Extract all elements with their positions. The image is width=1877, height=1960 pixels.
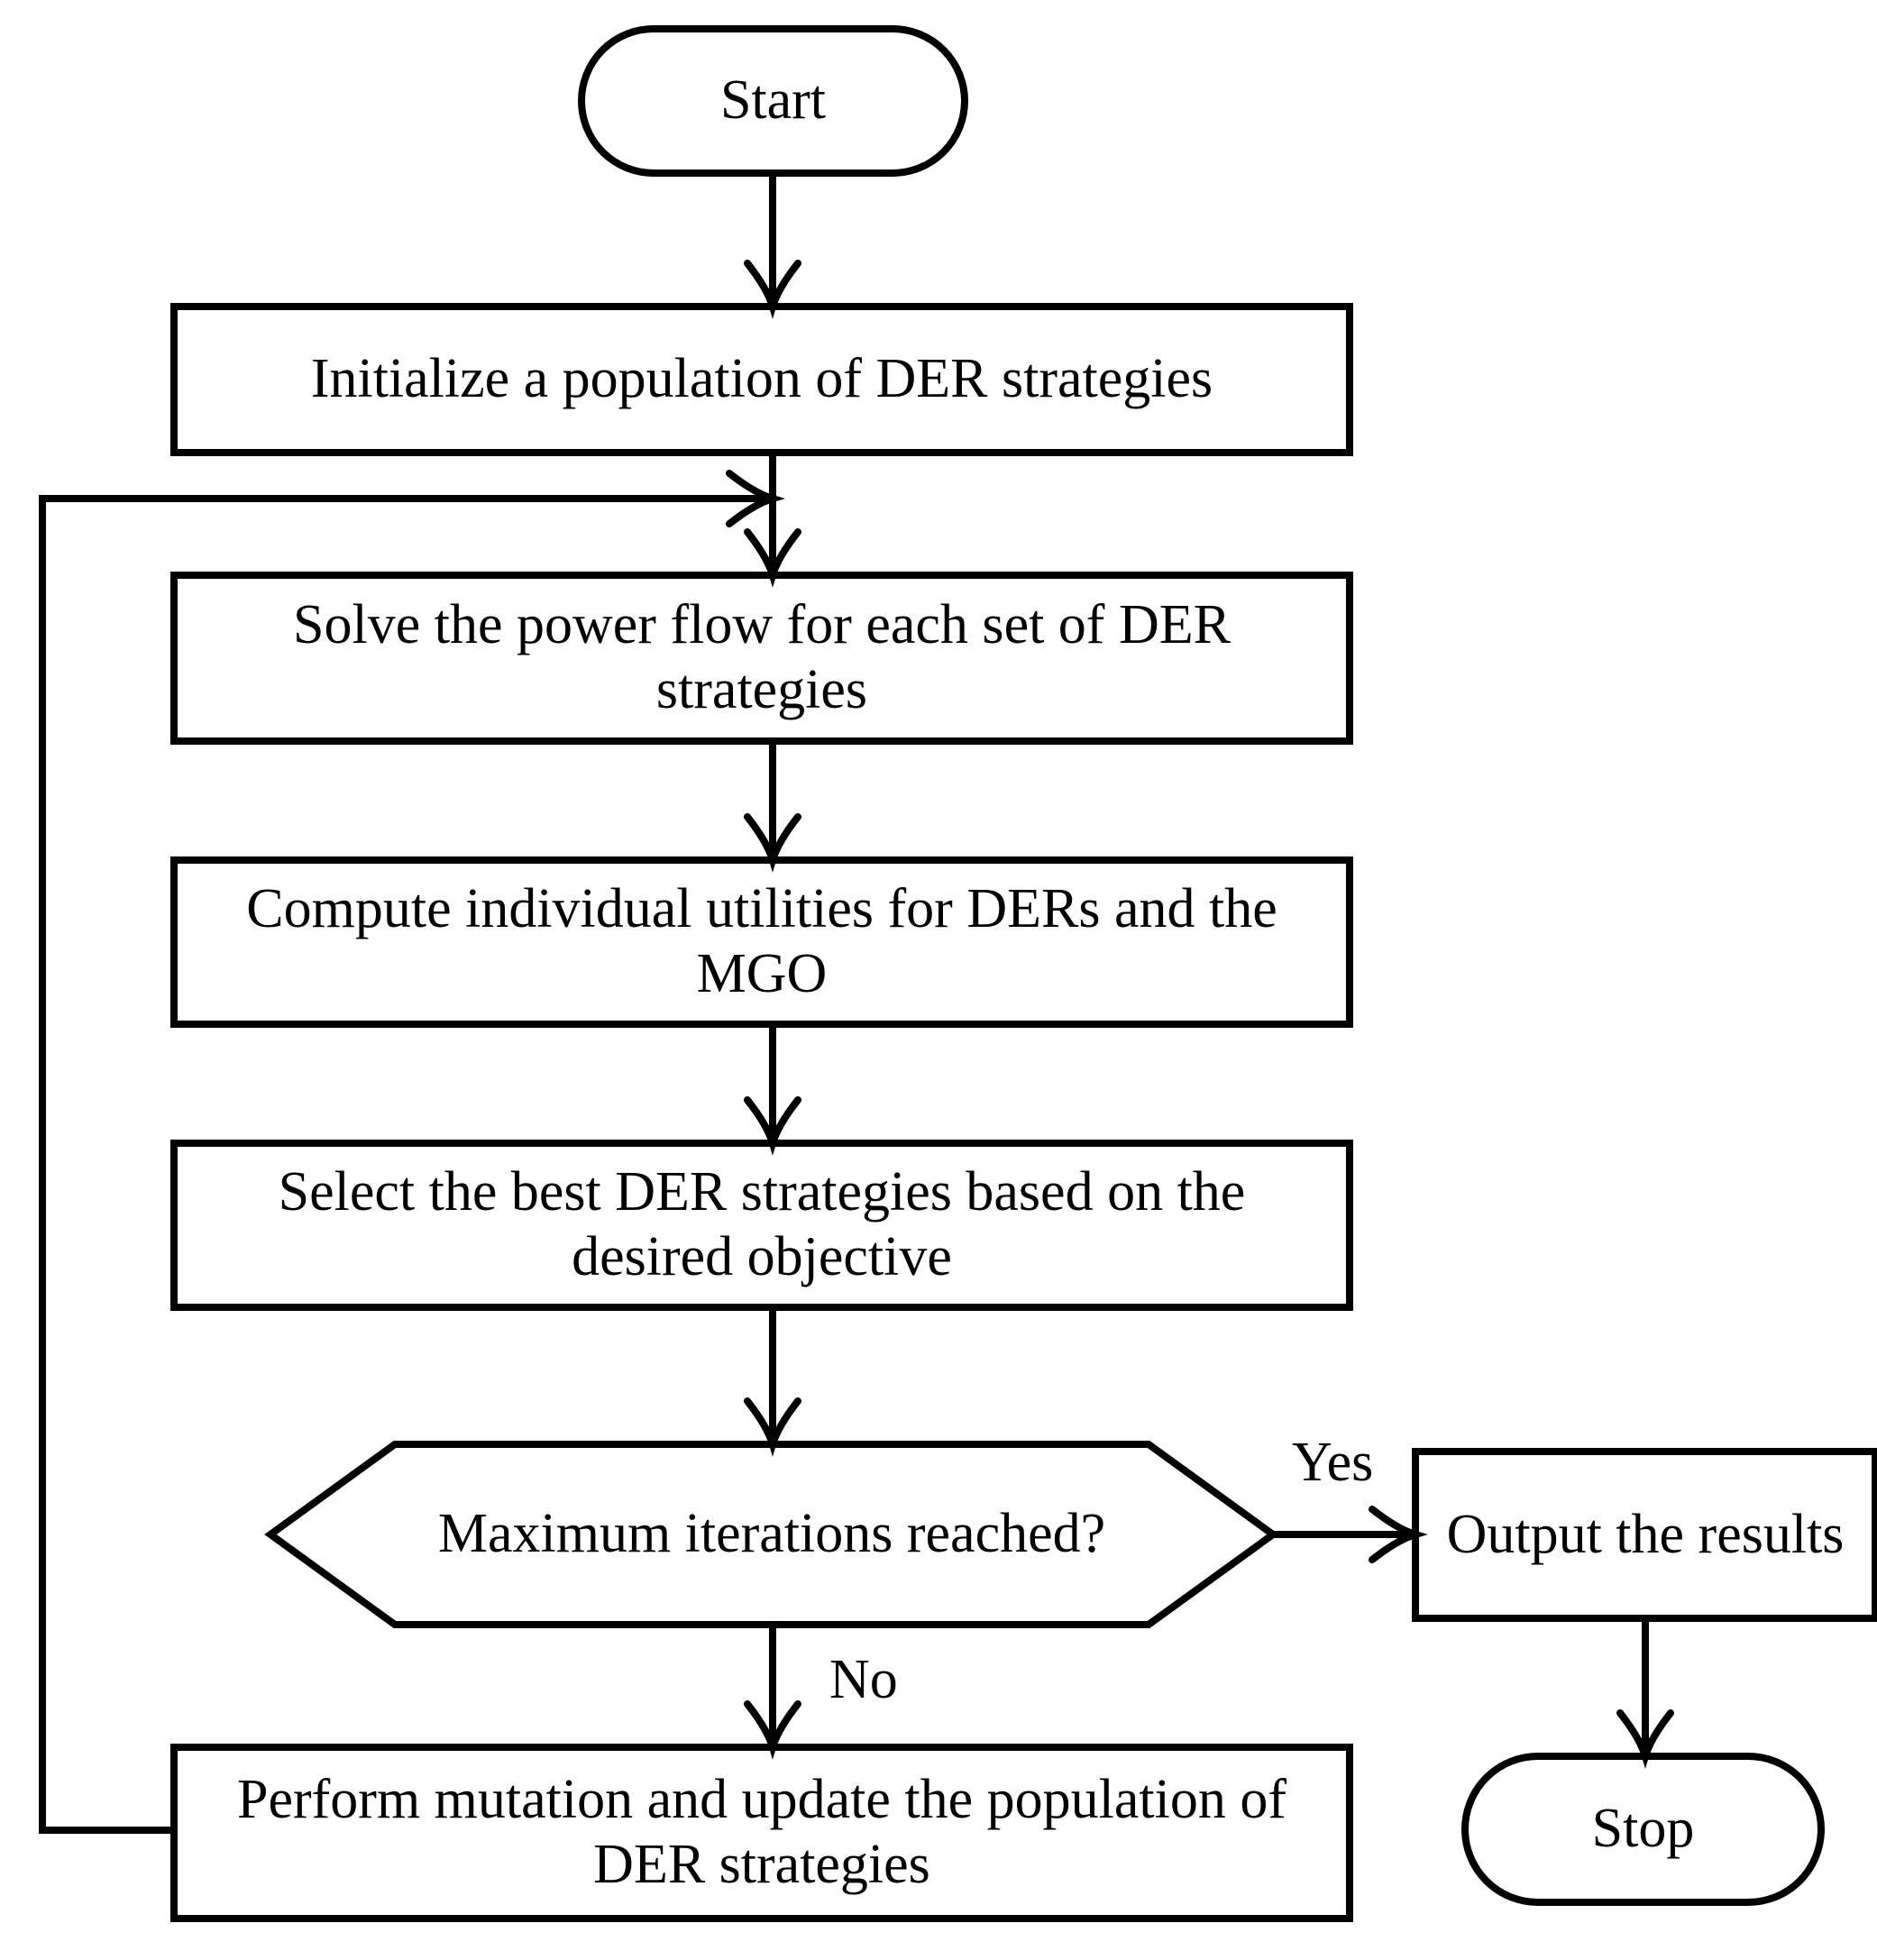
arrowhead-decision-to-mutate-no (744, 1700, 801, 1760)
start-terminator-shape[interactable] (578, 25, 968, 177)
compute-utilities-process-shape[interactable] (170, 856, 1353, 1028)
edge-label-no: No (829, 1649, 898, 1710)
arrowhead-decision-to-output-yes (1369, 1506, 1428, 1563)
mutate-process-shape[interactable] (170, 1744, 1353, 1922)
decision-hexagon-shape[interactable] (264, 1441, 1279, 1628)
arrowhead-start-to-initialize (744, 260, 801, 319)
select-best-process-shape[interactable] (170, 1140, 1353, 1311)
output-process-shape[interactable] (1412, 1448, 1877, 1622)
stop-terminator-shape[interactable] (1461, 1753, 1825, 1906)
arrowhead-output-to-stop (1616, 1709, 1674, 1769)
arrowhead-power-flow-to-compute-utilities (744, 813, 801, 873)
power-flow-process-shape[interactable] (170, 572, 1353, 745)
connector-feedback-loop (39, 495, 773, 1834)
edge-label-yes: Yes (1292, 1432, 1374, 1493)
arrowhead-compute-utilities-to-select-best (744, 1096, 801, 1156)
arrowhead-initialize-to-power-flow (744, 528, 801, 588)
arrowhead-select-best-to-decision (744, 1397, 801, 1457)
arrowhead-feedback-loop (726, 470, 785, 527)
initialize-process-shape[interactable] (170, 303, 1353, 456)
